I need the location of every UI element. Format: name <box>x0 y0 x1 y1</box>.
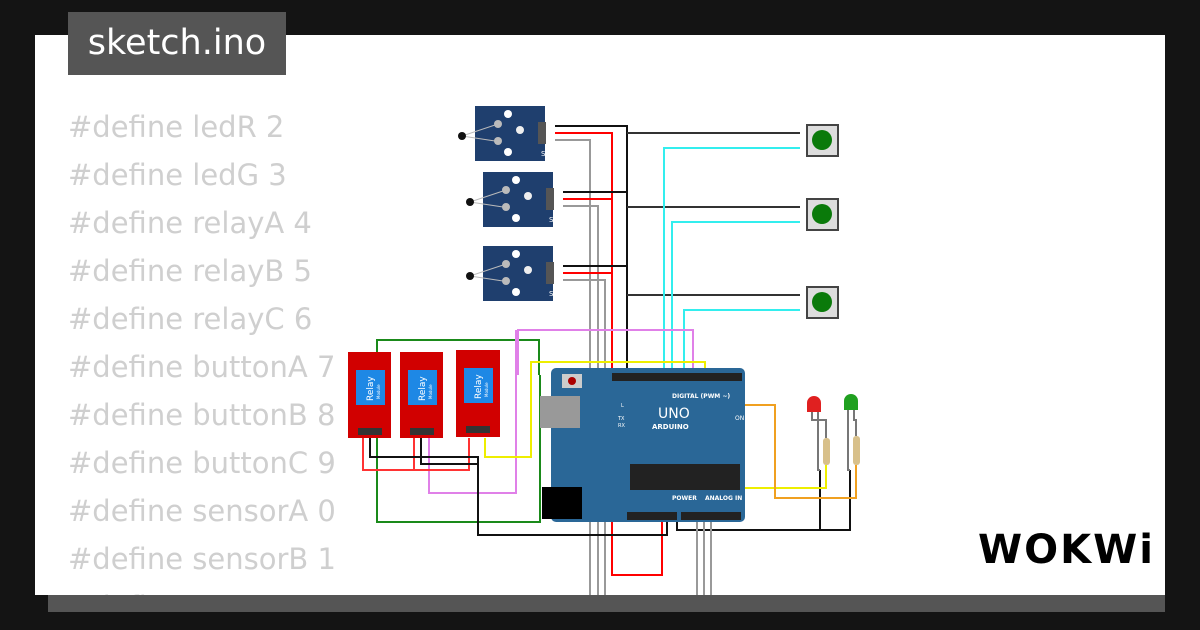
wire-gnd <box>555 125 628 372</box>
code-line: #define sensorB 1 <box>68 542 336 576</box>
pin-label: S <box>541 150 546 158</box>
uno-label: UNO <box>658 406 690 422</box>
relay-module-c: Relay Module <box>456 350 500 437</box>
wire-vcc <box>362 438 470 471</box>
led-green <box>844 394 858 471</box>
code-line: #define buttonB 8 <box>68 398 336 432</box>
pin-label: S <box>549 290 554 298</box>
wire-button <box>671 221 800 375</box>
relay-module-a: Relay Module <box>348 352 391 438</box>
code-line: #define relayB 5 <box>68 254 312 288</box>
led-red <box>807 396 827 471</box>
code-line: #define relayA 4 <box>68 206 312 240</box>
pushbutton-c[interactable] <box>806 286 839 319</box>
analog-label: ANALOG IN <box>705 495 742 502</box>
arduino-uno: DIGITAL (PWM ~) UNO ARDUINO POWER ANALOG… <box>540 368 745 522</box>
wokwi-logo: WOKWi <box>978 527 1155 573</box>
wire-relay <box>428 330 517 494</box>
relay-sub-label: Module <box>428 384 433 399</box>
wire-button <box>683 309 800 375</box>
sketch-title: sketch.ino <box>68 12 286 75</box>
relay-module-b: Relay Module <box>400 352 443 438</box>
wire-relay <box>517 329 694 375</box>
relay-label: Relay <box>366 376 376 401</box>
temp-sensor-a: S <box>458 106 546 161</box>
wire-signal <box>555 139 591 595</box>
code-line: #define ledG 3 <box>68 158 287 192</box>
resistor <box>823 438 830 465</box>
code-line: #define relayC 6 <box>68 302 313 336</box>
pushbutton-b[interactable] <box>806 198 839 231</box>
pin-label: S <box>549 216 554 224</box>
code-line: #define buttonC 9 <box>68 446 336 480</box>
l-label: L <box>621 403 624 409</box>
temp-sensor-b: S <box>466 172 554 227</box>
wire-button <box>663 147 800 375</box>
code-line: #define ledR 2 <box>68 110 285 144</box>
preview-card: #define ledR 2 #define ledG 3 #define re… <box>35 35 1165 595</box>
relay-sub-label: Module <box>484 382 489 397</box>
wire-gnd <box>369 438 668 536</box>
wire-gnd <box>676 470 851 531</box>
on-label: ON <box>735 415 744 422</box>
digital-label: DIGITAL (PWM ~) <box>672 393 730 400</box>
power-label: POWER <box>672 495 697 502</box>
tx-label: TX <box>617 416 625 422</box>
relay-label: Relay <box>474 374 484 399</box>
code-line: #define sensorA 0 <box>68 494 336 528</box>
code-listing: #define ledR 2 #define ledG 3 #define re… <box>68 103 336 595</box>
circuit-diagram: S S S <box>348 106 860 595</box>
wire-vcc <box>555 132 663 576</box>
relay-label: Relay <box>418 376 428 401</box>
pushbutton-a[interactable] <box>806 124 839 157</box>
wires <box>362 125 857 595</box>
temp-sensor-c: S <box>466 246 554 301</box>
rx-label: RX <box>618 423 625 429</box>
code-line: #define sensorC 2 <box>68 583 336 595</box>
wire-gnd <box>420 438 478 465</box>
arduino-label: ARDUINO <box>652 423 689 431</box>
resistor <box>853 436 860 465</box>
wire-relay <box>484 361 706 458</box>
code-line: #define buttonA 7 <box>68 350 336 384</box>
relay-sub-label: Module <box>376 384 381 399</box>
